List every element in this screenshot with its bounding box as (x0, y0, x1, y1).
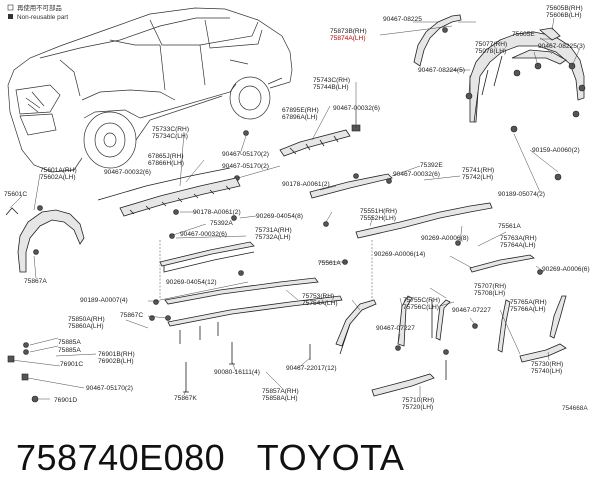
part-label: 90467-00032(6) (180, 231, 227, 238)
part-label: 90159-A0060(2) (532, 147, 580, 154)
part-label: 90269-A0006(8) (421, 235, 469, 242)
footer-brand: TOYOTA (256, 437, 405, 478)
part-label: 90467-00032(6) (393, 171, 440, 178)
leader-lines (9, 17, 559, 400)
part-label: 75732A(LH) (255, 234, 291, 241)
part-label: 75720(LH) (402, 404, 433, 411)
front-door-moldings (97, 167, 343, 344)
part-label: 90467-00032(6) (333, 105, 380, 112)
part-label: 90080-16111(4) (214, 369, 260, 376)
part-label: 90269-A0006(14) (374, 251, 425, 258)
part-label: 75740(LH) (531, 368, 562, 375)
part-label: 75885A (58, 339, 81, 346)
part-label: 76901B(RH) (98, 351, 135, 358)
part-label: 75763A(RH) (500, 235, 537, 242)
part-label: 75601A(RH) (40, 167, 77, 174)
legend: 再使用不可部品 Non-reusable part (7, 3, 68, 21)
part-label: 75710(RH) (402, 397, 434, 404)
rear-wheel-arch-moldings (413, 14, 586, 181)
part-label: 90178-A0061(2) (282, 181, 330, 188)
part-label: 75708(LH) (474, 290, 505, 297)
footer-caption: 758740E080 TOYOTA (16, 436, 404, 480)
part-label: 75731A(RH) (255, 227, 292, 234)
nonreusable-symbol-icon (8, 14, 13, 19)
part-label: 75765A(RH) (510, 299, 547, 306)
part-label: 90467-08224(5) (418, 67, 465, 74)
part-label: 75867C (120, 312, 143, 319)
vehicle-illustration (7, 7, 293, 173)
parts-diagram: 再使用不可部品 Non-reusable part (4, 3, 590, 412)
part-label: 75867K (174, 395, 197, 402)
part-label: 67896A(LH) (282, 114, 318, 121)
part-label: 75857A(RH) (262, 388, 299, 395)
part-label: 75392A (210, 220, 233, 227)
part-label: 75707(RH) (474, 283, 506, 290)
part-label: 90467-05170(2) (222, 151, 269, 158)
part-label: 75605E (512, 31, 535, 38)
part-label: 75756C(LH) (403, 304, 439, 311)
part-labels: 75873B(RH) 75874A(LH) 90467-08225 75605B… (4, 5, 590, 411)
part-label: 75077(RH) (475, 41, 507, 48)
part-label-highlighted: 75874A(LH) (330, 35, 366, 42)
part-label: 75561A (318, 260, 341, 267)
lower-clips (7, 209, 543, 403)
legend-reusable-text: 再使用不可部品 (17, 3, 62, 12)
rear-side-moldings (153, 124, 535, 305)
part-label: 75733C(RH) (152, 126, 189, 133)
footer-part-number: 758740E080 (16, 437, 226, 478)
front-wheel-arch-molding (5, 205, 85, 273)
part-label: 90467-05170(2) (86, 385, 133, 392)
part-label: 90467-07227 (452, 307, 491, 314)
part-label: 67895E(RH) (282, 107, 319, 114)
footer-spacer (225, 437, 257, 479)
part-label: 75602A(LH) (40, 174, 76, 181)
part-label: 90269-A0006(6) (542, 266, 590, 273)
part-label: 90467-08225(3) (538, 43, 585, 50)
part-label: 75850A(RH) (68, 316, 105, 323)
part-label: 75753(RH) (302, 293, 334, 300)
part-label: 90467-05170(2) (222, 163, 269, 170)
part-label: 75734C(LH) (152, 133, 188, 140)
part-label: 75601C (4, 191, 27, 198)
part-label: 75741(RH) (462, 167, 494, 174)
part-label: 75755C(RH) (403, 297, 440, 304)
part-label: 75764A(LH) (500, 242, 536, 249)
part-label: 90189-A0007(4) (80, 297, 128, 304)
part-label: 75742(LH) (462, 174, 493, 181)
part-label: 75605B(RH) (546, 5, 583, 12)
part-label: 76901D (54, 397, 77, 404)
part-label: 75561A (498, 223, 521, 230)
part-label: 90269-04054(12) (166, 279, 217, 286)
part-label: 75743C(RH) (313, 77, 350, 84)
part-label: 90178-A0061(2) (193, 209, 241, 216)
legend-nonreusable-text: Non-reusable part (17, 14, 68, 21)
pillar-garnishes (335, 295, 567, 397)
part-label: 67866H(LH) (148, 160, 184, 167)
part-label: 75885A (58, 347, 81, 354)
part-label: 75766A(LH) (510, 306, 546, 313)
part-label: 75867A (24, 278, 47, 285)
part-label: 75606B(LH) (546, 12, 582, 19)
part-label: 75744B(LH) (313, 84, 349, 91)
part-label: 90467-08225 (383, 16, 422, 23)
part-label: 75858A(LH) (262, 395, 298, 402)
part-label: 75078(LH) (475, 48, 506, 55)
part-label: 75873B(RH) (330, 28, 367, 35)
part-label: 75860A(LH) (68, 323, 104, 330)
part-label: 76902B(LH) (98, 358, 134, 365)
part-label: 75392E (420, 162, 443, 169)
part-label: 67865J(RH) (148, 153, 184, 160)
part-label: 90467-22017(12) (286, 365, 337, 372)
part-label: 90269-04054(8) (256, 213, 303, 220)
part-label: 75551H(RH) (360, 208, 397, 215)
part-label: 90467-07227 (376, 325, 415, 332)
part-label: 75730(RH) (531, 361, 563, 368)
figure-id: 754668A (562, 405, 588, 412)
part-label: 76901C (60, 361, 83, 368)
reusable-symbol-icon (7, 4, 14, 11)
part-label: 75552H(LH) (360, 215, 396, 222)
part-label: 90189-05074(2) (498, 191, 545, 198)
part-label: 90467-00032(6) (104, 169, 151, 176)
part-label: 75754A(LH) (302, 300, 338, 307)
